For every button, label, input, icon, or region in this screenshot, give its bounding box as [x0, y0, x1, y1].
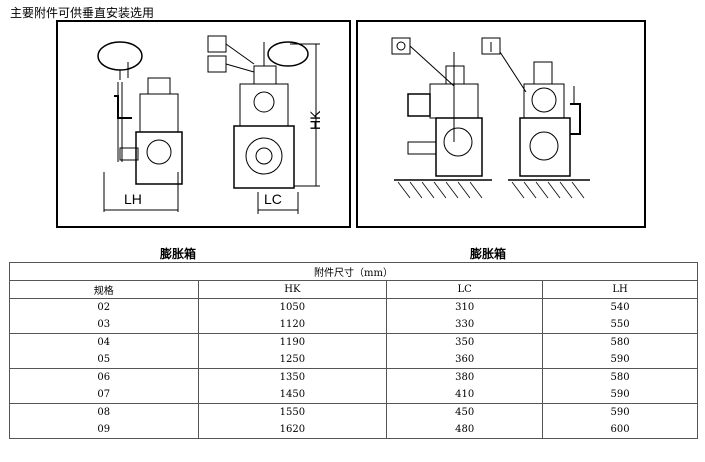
table-group-header: 附件尺寸（mm）	[9, 262, 698, 281]
page-heading: 主要附件可供垂直安装选用	[10, 6, 155, 20]
cell-lh: 550	[542, 316, 698, 334]
cell-model: 05	[9, 351, 199, 369]
gearbox-drawing-right	[391, 37, 590, 199]
table-row: 07 1450 410 590	[9, 386, 698, 404]
cell-lc: 480	[386, 421, 544, 439]
cell-lh: 590	[542, 403, 698, 421]
cell-lh: 600	[542, 421, 698, 439]
cell-lc: 380	[386, 368, 544, 386]
cell-lh: 580	[542, 333, 698, 351]
cell-hk: 1190	[197, 333, 388, 351]
table-row: 02 1050 310 540	[9, 298, 698, 316]
cell-hk: 1350	[197, 368, 388, 386]
cell-hk: 1450	[197, 386, 388, 404]
expansion-tank	[97, 41, 143, 71]
col-header-model: 规格	[9, 280, 199, 299]
cell-lc: 410	[386, 386, 544, 404]
cell-model: 07	[9, 386, 199, 404]
cell-lh: 580	[542, 368, 698, 386]
col-header-lc: LC	[386, 280, 544, 299]
cell-lc: 360	[386, 351, 544, 369]
cell-hk: 1120	[197, 316, 388, 334]
cell-lc: 330	[386, 316, 544, 334]
label-lh: LH	[124, 191, 142, 207]
cell-model: 09	[9, 421, 199, 439]
cell-lh: 590	[542, 351, 698, 369]
cell-hk: 1620	[197, 421, 388, 439]
cell-lc: 350	[386, 333, 544, 351]
cell-model: 08	[9, 403, 199, 421]
col-header-lh: LH	[542, 280, 698, 299]
table-row: 03 1120 330 550	[9, 316, 698, 334]
cell-hk: 1050	[197, 298, 388, 316]
gearbox-drawing-left: LH HK LC	[97, 35, 323, 214]
label-hk: HK	[307, 110, 323, 130]
accessory-dimension-table: 附件尺寸（mm） 规格 HK LC LH 02 1050 310 540 03 …	[9, 262, 698, 439]
col-header-hk: HK	[197, 280, 388, 299]
table-row: 04 1190 350 580	[9, 333, 698, 351]
cell-lc: 450	[386, 403, 544, 421]
vent-symbol-icon	[481, 37, 501, 55]
cell-lh: 590	[542, 386, 698, 404]
table-row: 09 1620 480 600	[9, 421, 698, 439]
table-row: 05 1250 360 590	[9, 351, 698, 369]
cell-model: 04	[9, 333, 199, 351]
drawing-left-frame: LH HK LC	[56, 20, 351, 228]
caption-right: 膨胀箱	[470, 247, 507, 261]
table-row: 08 1550 450 590	[9, 403, 698, 421]
cell-lh: 540	[542, 298, 698, 316]
expansion-tank-front	[267, 41, 309, 67]
cell-model: 02	[9, 298, 199, 316]
cell-hk: 1250	[197, 351, 388, 369]
cell-model: 06	[9, 368, 199, 386]
label-lc: LC	[264, 191, 282, 207]
table-row: 06 1350 380 580	[9, 368, 698, 386]
cell-model: 03	[9, 316, 199, 334]
cell-lc: 310	[386, 298, 544, 316]
drawing-right-frame	[356, 20, 646, 228]
caption-left: 膨胀箱	[160, 247, 197, 261]
oil-symbol-icon	[391, 37, 411, 55]
cell-hk: 1550	[197, 403, 388, 421]
